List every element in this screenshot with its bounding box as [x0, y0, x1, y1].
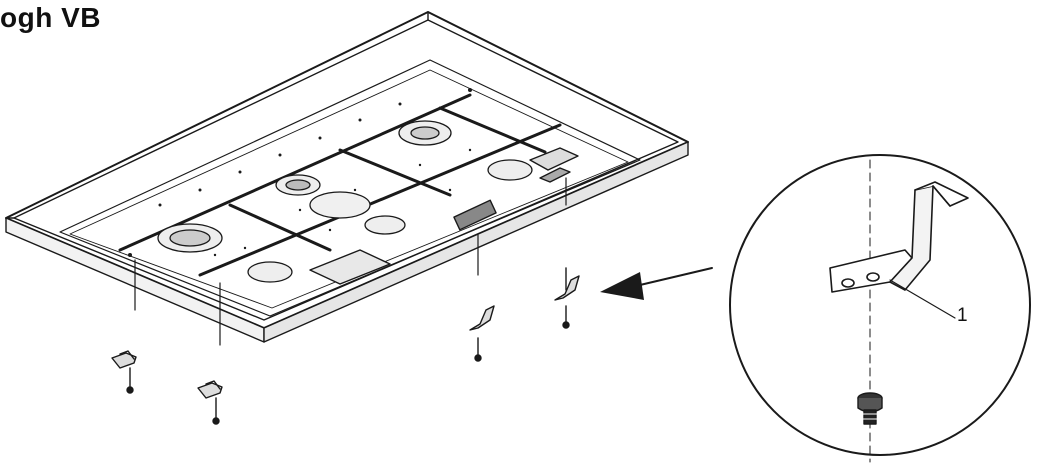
- burner-center: [309, 191, 371, 219]
- callout-number-label: 1: [957, 305, 968, 326]
- burner-front-center: [247, 261, 293, 283]
- bracket-screw-1: [111, 350, 137, 394]
- bracket-screw-4: [554, 267, 580, 329]
- detail-screw: [857, 392, 883, 425]
- control-module: [309, 147, 579, 285]
- burner-mid-front: [364, 215, 406, 235]
- page-heading: ogh VB: [0, 2, 101, 33]
- bracket-screw-2: [197, 380, 223, 425]
- bracket-screw-3: [469, 305, 495, 362]
- mounting-bracket: [829, 181, 969, 293]
- burner-right: [487, 159, 533, 181]
- callout-leader: [889, 279, 956, 319]
- cooktop-frame: [5, 11, 689, 343]
- support-ribs: [118, 93, 562, 277]
- leader-lines: [134, 177, 567, 346]
- detail-circle: [729, 154, 1031, 463]
- surface-dots: [128, 88, 472, 257]
- detail-arrow: [600, 267, 713, 300]
- burner-elements: [157, 120, 533, 283]
